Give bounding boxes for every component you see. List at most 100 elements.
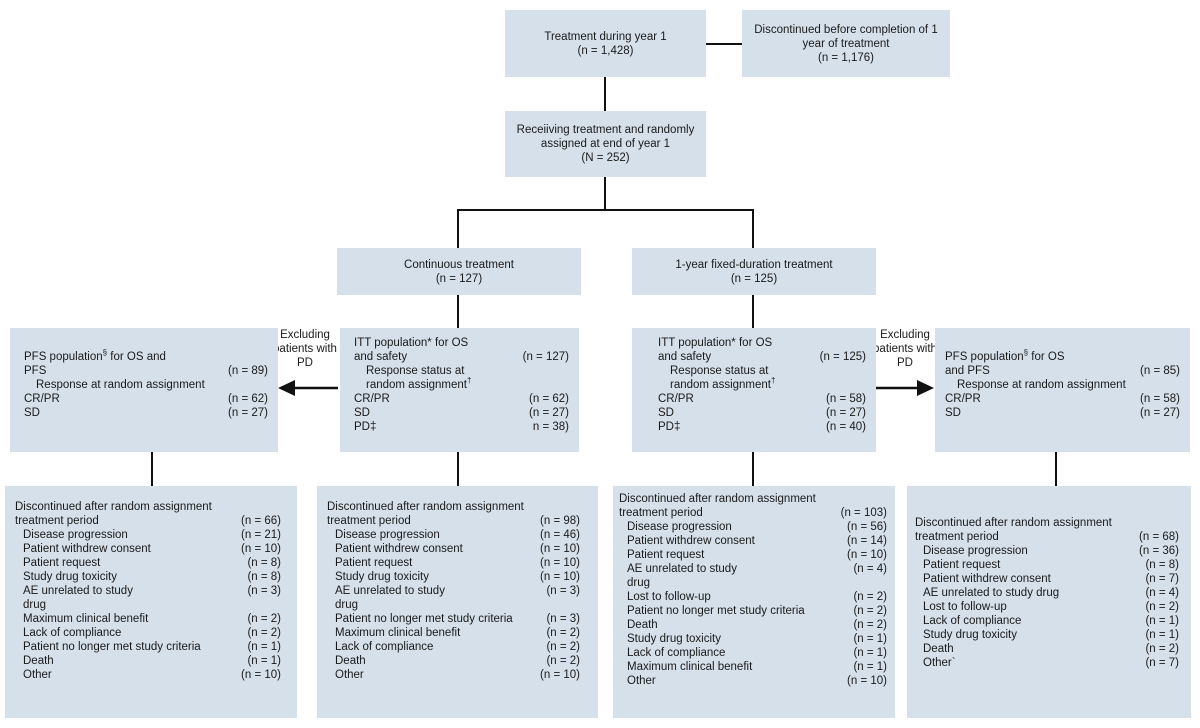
disc3-row-value: (n = 2) — [853, 591, 887, 603]
discontinued-box-2: Discontinued after random assignment tre… — [317, 486, 598, 718]
disc2-row: Death(n = 2) — [327, 654, 580, 668]
disc2-row-value: (n = 46) — [540, 529, 580, 541]
disc4-row-value: (n = 36) — [1139, 545, 1179, 557]
itt-right-row-value: (n = 58) — [826, 393, 866, 405]
itt-right-response-header: Response status at random assignment — [670, 365, 771, 391]
pfs-left-row-value: (n = 62) — [228, 393, 268, 405]
disc3-row-value: (n = 14) — [847, 535, 887, 547]
randomized-box: Receiiving treatment and randomly assign… — [505, 111, 706, 177]
itt-right-title-row: ITT population* for OS and safety (n = 1… — [658, 336, 866, 364]
discontinued-before-box: Discontinued before completion of 1 year… — [742, 10, 950, 77]
treatment-year1-box: Treatment during year 1 (n = 1,428) — [505, 10, 706, 77]
pfs-left-title-rest: for OS and PFS — [24, 351, 166, 377]
disc1-row: Disease progression(n = 21) — [15, 528, 281, 542]
treatment-year1-title: Treatment during year 1 — [544, 30, 667, 43]
disc2-row: Patient withdrew consent(n = 10) — [327, 542, 580, 556]
connector-pfs-right-down — [1055, 452, 1057, 486]
disc1-row-value: (n = 8) — [247, 557, 281, 569]
disc3-header: Discontinued after random assignment tre… — [619, 493, 816, 519]
itt-left-row-label: SD — [354, 407, 370, 419]
disc3-row-label: Lost to follow-up — [627, 591, 711, 603]
disc3-row-value: (n = 1) — [853, 647, 887, 659]
itt-left-row: SD(n = 27) — [354, 406, 569, 420]
disc1-row: AE unrelated to study drug(n = 3) — [15, 584, 281, 612]
disc2-row: AE unrelated to study drug (n = 3) — [327, 584, 580, 612]
disc1-total-row: (n = 66) — [15, 514, 281, 528]
disc4-row-label: Lost to follow-up — [923, 601, 1007, 613]
disc1-row-label: Patient request — [23, 557, 101, 569]
disc3-row-value: (n = 1) — [853, 633, 887, 645]
itt-left-row-value: (n = 62) — [529, 393, 569, 405]
disc3-row: Study drug toxicity(n = 1) — [619, 632, 887, 646]
disc1-header: Discontinued after random assignment tre… — [15, 501, 212, 527]
disc4-row-value: (n = 2) — [1145, 601, 1179, 613]
itt-left-title-row: ITT population* for OS and safety (n = 1… — [354, 336, 569, 364]
disc3-row-label: Patient request — [627, 549, 705, 561]
pfs-left-response-header: Response at random assignment — [36, 379, 205, 391]
disc4-row-value: (n = 7) — [1145, 657, 1179, 669]
disc1-row-label: Patient withdrew consent — [23, 543, 151, 555]
disc3-row: Lack of compliance(n = 1) — [619, 646, 887, 660]
pfs-left-title-row: PFS population§ for OS and PFS (n = 89) — [24, 349, 268, 378]
disc1-row-value: (n = 2) — [247, 627, 281, 639]
discontinued-box-3: Discontinued after random assignment tre… — [613, 486, 895, 718]
treatment-year1-n: (n = 1,428) — [577, 44, 634, 57]
disc1-row-value: (n = 10) — [241, 543, 281, 555]
disc3-row-value: (n = 1) — [853, 661, 887, 673]
disc1-row-value: (n = 1) — [247, 641, 281, 653]
disc4-row-value: (n = 8) — [1145, 559, 1179, 571]
itt-right-row-label: SD — [658, 407, 674, 419]
disc4-row-label: Disease progression — [923, 545, 1028, 557]
itt-left-row: PD‡n = 38) — [354, 420, 569, 434]
disc2-row-label: Patient no longer met study criteria — [335, 613, 513, 625]
pfs-right-title: PFS population — [945, 351, 1024, 363]
disc1-row: Patient request (n = 8) — [15, 556, 281, 570]
pfs-left-row-label: CR/PR — [24, 393, 60, 405]
disc1-row-value: (n = 8) — [247, 571, 281, 583]
disc2-total-row: (n = 98) — [327, 514, 580, 528]
pfs-left-title: PFS population — [24, 351, 103, 363]
disc4-row: Death (n = 2) — [915, 642, 1179, 656]
disc4-row-value: (n = 7) — [1145, 573, 1179, 585]
disc2-row-value: (n = 2) — [546, 627, 580, 639]
itt-left-response-header: Response status at random assignment — [366, 365, 467, 391]
disc4-row: Patient withdrew consent(n = 7) — [915, 572, 1179, 586]
disc4-total-row: (n = 68) — [915, 530, 1179, 544]
disc4-row-label: Death — [923, 643, 954, 655]
pfs-right-response-header: Response at random assignment — [957, 379, 1126, 391]
itt-left-title: ITT population* for OS and safety — [354, 337, 469, 363]
pfs-population-right-box: PFS population§ for OS and PFS (n = 85) … — [935, 328, 1190, 452]
disc4-row: Study drug toxicity(n = 1) — [915, 628, 1179, 642]
disc4-row: Lost to follow-up (n = 2) — [915, 600, 1179, 614]
connector-branch-horizontal — [457, 209, 754, 211]
disc4-row-label: Lack of compliance — [923, 615, 1022, 627]
disc2-row-label: Disease progression — [335, 529, 440, 541]
disc4-row-value: (n = 2) — [1145, 643, 1179, 655]
itt-left-row-label: CR/PR — [354, 393, 390, 405]
disc2-row-label: Death — [335, 655, 366, 667]
disc3-row-value: (n = 2) — [853, 619, 887, 631]
disc1-row-value: (n = 3) — [247, 585, 281, 597]
disc2-row: Patient no longer met study criteria (n =… — [327, 612, 580, 626]
disc2-row-label: AE unrelated to study drug — [335, 585, 445, 611]
disc2-row: Study drug toxicity(n = 10) — [327, 570, 580, 584]
connector-continuous-to-itt — [457, 295, 459, 328]
disc4-row-label: Patient request — [923, 559, 1001, 571]
disc2-row-value: (n = 3) — [546, 613, 580, 625]
discontinued-box-1: Discontinued after random assignment tre… — [5, 486, 297, 718]
disc3-total-row: (n = 103) — [619, 506, 887, 520]
disc3-row-value: (n = 4) — [853, 563, 887, 575]
disc2-row-value: (n = 3) — [546, 585, 580, 597]
disc4-row-label: Other` — [923, 657, 956, 669]
disc2-row-value: (n = 10) — [540, 669, 580, 681]
disc3-row-label: Patient withdrew consent — [627, 535, 755, 547]
disc3-row-label: Patient no longer met study criteria — [627, 605, 805, 617]
disc3-row: Lost to follow-up (n = 2) — [619, 590, 887, 604]
disc4-row: Other` (n = 7) — [915, 656, 1179, 670]
disc4-row: AE unrelated to study drug(n = 4) — [915, 586, 1179, 600]
fixed-duration-title: 1-year fixed-duration treatment — [675, 258, 833, 271]
itt-right-row: SD(n = 27) — [658, 406, 866, 420]
disc2-row-label: Lack of compliance — [335, 641, 434, 653]
pfs-right-title-rest: for OS and PFS — [945, 351, 1065, 377]
itt-right-row-label: CR/PR — [658, 393, 694, 405]
